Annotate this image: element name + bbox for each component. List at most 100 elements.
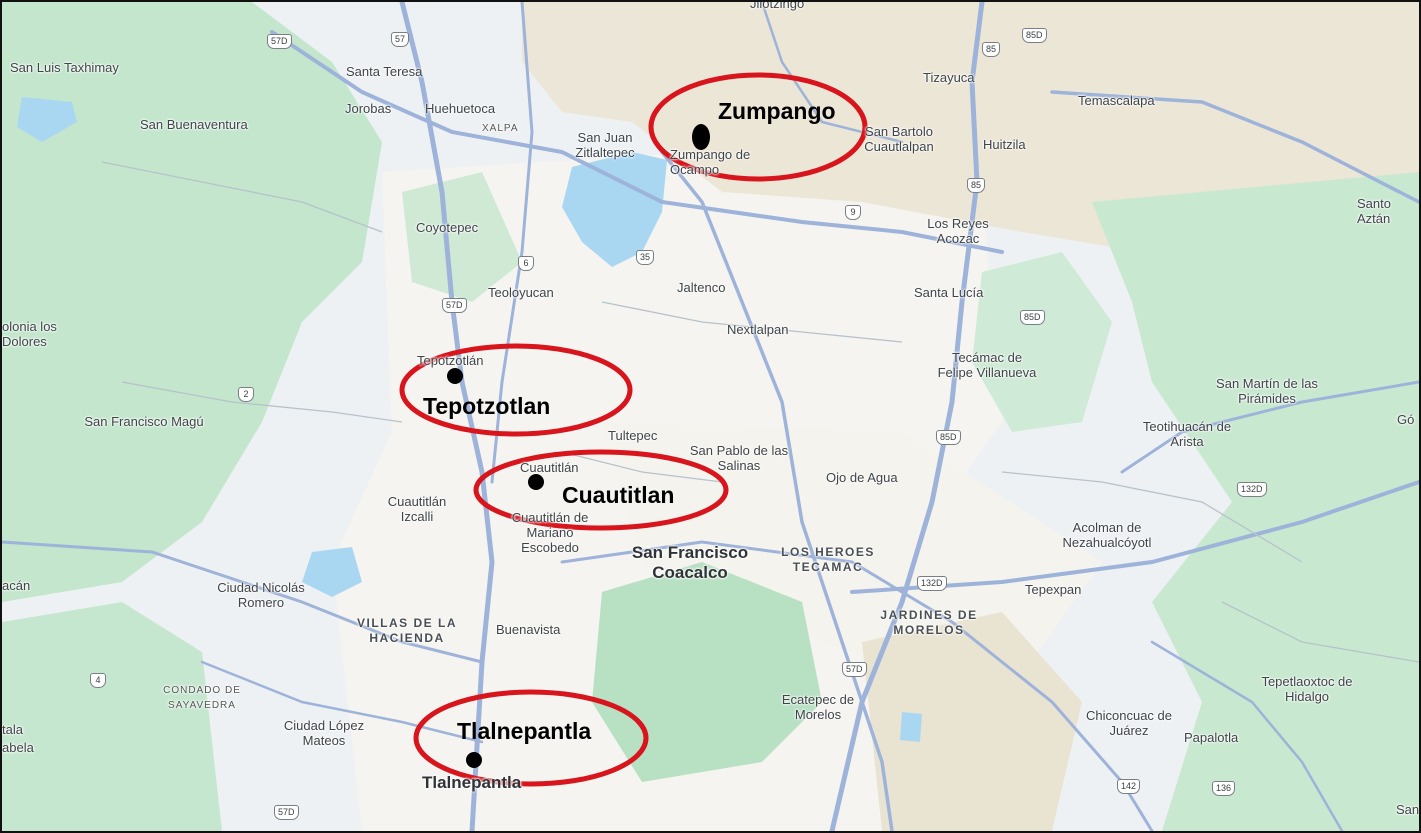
place-label: Los Reyes Acozac (927, 216, 989, 246)
place-label: San Pablo de las Salinas (689, 443, 789, 473)
highway-shield-icon: 142 (1117, 779, 1141, 794)
road-nextlalpan (660, 150, 894, 831)
place-label: Tepotzotlán (417, 353, 484, 368)
place-label: Huehuetoca (425, 101, 496, 116)
place-label: Ojo de Agua (826, 470, 898, 485)
highway-shield-icon: 2 (238, 387, 254, 402)
place-label: Ciudad López Mateos (283, 718, 365, 748)
place-label: abela (2, 740, 34, 755)
highway-shield-icon: 4 (90, 673, 106, 688)
callout-ellipses (399, 72, 868, 787)
place-label: CONDADO DE SAYAVEDRA (163, 685, 241, 711)
place-label: Santa Teresa (346, 64, 423, 79)
place-label: Tecámac de Felipe Villanueva (937, 350, 1037, 380)
place-label: Tlalnepantla (422, 773, 522, 792)
highway-shield-icon: 85D (1022, 28, 1047, 43)
place-label: JARDINES DE MORELOS (880, 608, 978, 637)
location-dots (447, 124, 710, 768)
place-label: Tultepec (608, 428, 658, 443)
dot-zumpango (692, 124, 710, 150)
highway-shield-icon: 9 (845, 205, 861, 220)
presa-nicolas-romero (302, 547, 362, 597)
farmland-ecatepec (862, 612, 1082, 831)
callout-label-tepotzotlan: Tepotzotlan (423, 393, 551, 419)
place-label: tala (2, 722, 23, 737)
highway-shield-icon: 57 (391, 32, 410, 47)
callout-ellipse-tlalnepantla (413, 689, 649, 787)
place-label: Buenavista (496, 622, 561, 637)
highway-shield-icon: 35 (636, 250, 655, 265)
highway-132d (850, 480, 1419, 594)
place-label: San (1396, 802, 1420, 817)
callout-label-tlalnepantla: Tlalnepantla (457, 718, 592, 744)
dot-tepotzotlan (447, 368, 463, 384)
place-label: Chiconcuac de Juárez (1086, 708, 1172, 738)
place-label: San Juan Zitlaltepec (575, 130, 635, 160)
road-lopez-mateos (200, 660, 484, 744)
place-label: Jaltenco (677, 280, 726, 295)
place-label: Papalotla (1184, 730, 1239, 745)
highway-shield-icon: 85 (982, 42, 1001, 57)
road-coyotepec (490, 2, 534, 484)
place-label: Teoloyucan (488, 285, 554, 300)
highway-shield-icon: 132D (1237, 482, 1267, 497)
presa-taxhimay (17, 97, 77, 142)
place-label: LOS HEROES TECAMAC (781, 545, 875, 574)
place-label: San Martín de las Pirámides (1216, 376, 1318, 406)
place-label: Zumpango de Ocampo (670, 147, 751, 177)
highway-57d (399, 2, 495, 831)
lago-ecatepec (900, 712, 922, 742)
highway-shield-icon: 57D (842, 662, 867, 677)
place-label: VILLAS DE LA HACIENDA (356, 616, 457, 645)
place-label: Cuautitlán Izcalli (387, 494, 447, 524)
highway-9 (270, 30, 1004, 254)
place-label: San Francisco Coacalco (631, 543, 749, 582)
highway-shield-icon: 57D (274, 805, 299, 820)
forest-west (2, 2, 382, 602)
place-label: Cuautitlán de Mariano Escobedo (511, 510, 589, 555)
place-label: Nextlalpan (727, 322, 789, 337)
place-label: Teotihuacán de Arista (1142, 419, 1232, 449)
road-temascalapa (1050, 90, 1419, 204)
sierra-guadalupe (592, 562, 822, 782)
place-label: Gó (1397, 412, 1415, 427)
place-label: Temascalapa (1078, 93, 1155, 108)
place-label: XALPA (482, 123, 519, 134)
place-label: Jilotzingo (750, 0, 805, 11)
place-label: Tepetlaoxtoc de Hidalgo (1261, 674, 1353, 704)
minor-roads (101, 161, 1419, 663)
place-label: Ecatepec de Morelos (781, 692, 855, 722)
place-label: Coyotepec (416, 220, 479, 235)
park-coyotepec (402, 172, 522, 302)
highway-shield-icon: 57D (442, 298, 467, 313)
highway-shield-icon: 57D (267, 34, 292, 49)
place-label: Ciudad Nicolás Romero (217, 580, 305, 610)
highway-shield-icon: 136 (1212, 781, 1236, 796)
callout-ellipse-cuautitlan (473, 449, 729, 531)
forest-southwest (2, 602, 222, 831)
place-label: Tizayuca (923, 70, 975, 85)
place-label: Cuautitlán (520, 460, 579, 475)
place-label: Santo Aztán (1357, 196, 1391, 226)
place-label: acán (2, 578, 31, 593)
highway-shield-icon: 6 (518, 256, 534, 271)
road-nicolas-romero (2, 540, 484, 664)
place-label: San Bartolo Cuautlalpan (864, 124, 934, 154)
road-tepetlaoxtoc (1150, 640, 1344, 831)
place-label: Huitzila (983, 137, 1026, 152)
park-santa-lucia (972, 252, 1112, 432)
highway-shield-icon: 85D (1020, 310, 1045, 325)
callout-ellipse-zumpango (648, 72, 868, 182)
highway-shield-icon: 85 (967, 178, 986, 193)
laguna-zumpango (562, 152, 667, 267)
place-label: Acolman de Nezahualcóyotl (1062, 520, 1152, 550)
highway-85d (829, 2, 985, 831)
callout-label-zumpango: Zumpango (718, 98, 836, 124)
place-label: San Luis Taxhimay (10, 60, 119, 75)
callout-ellipse-tepotzotlan (399, 343, 633, 437)
place-label: San Francisco Magú (84, 414, 204, 429)
dot-cuautitlan (528, 474, 544, 490)
farmland-jilotzingo (522, 2, 642, 122)
